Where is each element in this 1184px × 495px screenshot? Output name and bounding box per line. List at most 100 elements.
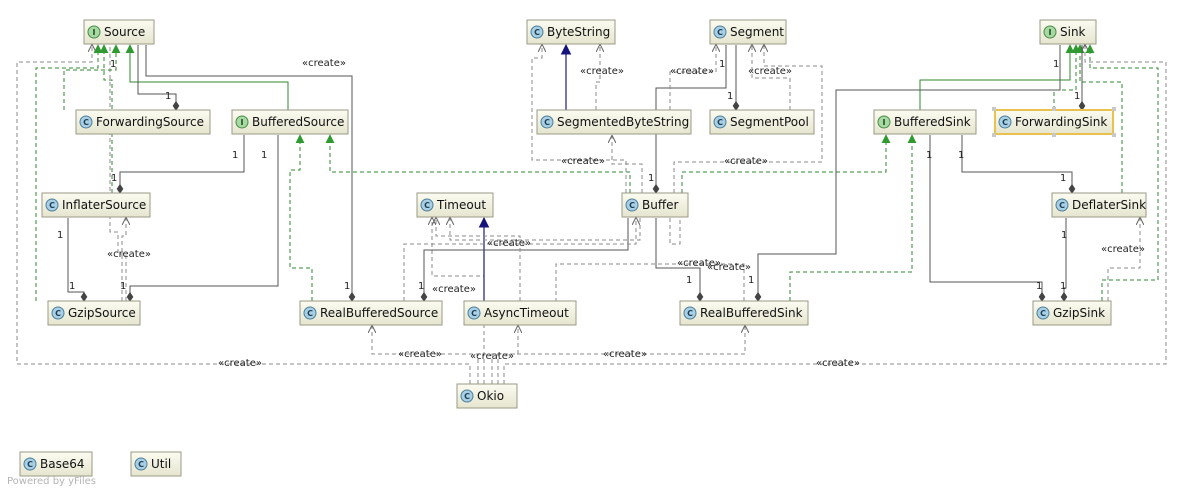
edge-labels: «create»«create»«create»«create»«create»…: [57, 58, 1145, 369]
multiplicity-label: 1: [1060, 173, 1066, 184]
source-label: Source: [104, 25, 145, 39]
multiplicity-label: 1: [958, 150, 964, 161]
class-badge-icon: [713, 25, 727, 39]
multiplicity-label: 1: [1061, 230, 1067, 241]
composition-edge: [754, 45, 1061, 302]
multiplicity-label: 1: [1053, 59, 1059, 70]
byte-string-node[interactable]: C ByteString: [526, 19, 616, 45]
dependency-edge: [669, 218, 681, 245]
segmented-byte-string-label: SegmentedByteString: [557, 115, 689, 129]
dependency-edge: [450, 218, 641, 241]
multiplicity-label: 1: [686, 275, 692, 286]
multiplicity-label: 1: [1036, 281, 1042, 292]
forwarding-source-label: ForwardingSource: [96, 115, 204, 129]
implements-edge: [289, 134, 313, 301]
source-node[interactable]: I Source: [83, 19, 155, 45]
badge-letter: C: [138, 460, 144, 469]
gzip-sink-label: GzipSink: [1053, 306, 1105, 320]
badge-letter: C: [717, 118, 723, 127]
create-label: «create»: [748, 66, 792, 77]
dependency-edge: [669, 45, 716, 110]
badge-letter: I: [93, 28, 96, 37]
interface-badge-icon: [1043, 25, 1057, 39]
class-badge-icon: [460, 389, 474, 403]
badge-letter: C: [55, 309, 61, 318]
multiplicity-label: 1: [344, 281, 350, 292]
real-buffered-source-label: RealBufferedSource: [320, 306, 438, 320]
class-badge-icon: [467, 306, 481, 320]
deflater-sink-node[interactable]: C DeflaterSink: [1051, 192, 1147, 218]
badge-letter: I: [1049, 28, 1052, 37]
create-label: «create»: [707, 262, 751, 273]
extends-edge: [125, 44, 289, 110]
composition-edge: [929, 135, 1046, 302]
interface-badge-icon: [87, 25, 101, 39]
multiplicity-label: 1: [69, 281, 75, 292]
composition-edge: [652, 45, 727, 194]
dependency-edge: [555, 263, 745, 326]
badge-letter: C: [687, 309, 693, 318]
composition-edge: [145, 45, 356, 302]
dependency-edge: [595, 45, 600, 110]
implements-edge: [681, 134, 891, 193]
badge-letter: C: [1059, 201, 1065, 210]
buffered-source-label: BufferedSource: [252, 115, 344, 129]
class-badge-icon: [625, 198, 639, 212]
gzip-source-label: GzipSource: [68, 306, 136, 320]
powered-by-footer: Powered by yFiles: [7, 476, 96, 487]
dependency-edge: [673, 45, 823, 193]
multiplicity-label: 1: [1060, 281, 1066, 292]
multiplicity-label: 1: [1074, 91, 1080, 102]
deflater-sink-label: DeflaterSink: [1072, 198, 1146, 212]
create-label: «create»: [398, 349, 442, 360]
create-label: «create»: [677, 258, 721, 269]
class-badge-icon: [23, 457, 37, 471]
implements-edge: [63, 44, 121, 110]
composition-edge: [961, 135, 1076, 194]
implements-edge: [99, 44, 113, 193]
implements-edge: [1075, 44, 1123, 193]
dependency-edge: [752, 45, 791, 110]
multiplicity-label: 1: [418, 281, 424, 292]
badge-letter: C: [534, 28, 540, 37]
buffered-sink-label: BufferedSink: [894, 115, 971, 129]
multiplicity-label: 1: [110, 59, 116, 70]
dependency-edge: [1107, 218, 1140, 301]
class-badge-icon: [713, 115, 727, 129]
gzip-source-node[interactable]: C GzipSource: [47, 300, 141, 326]
class-badge-icon: [420, 198, 434, 212]
okio-label: Okio: [477, 389, 504, 403]
create-label: «create»: [218, 358, 262, 369]
dependency-edge: [121, 218, 126, 301]
create-label: «create»: [603, 349, 647, 360]
byte-string-label: ByteString: [547, 25, 610, 39]
segment-label: Segment: [730, 25, 784, 39]
forwarding-sink-label: ForwardingSink: [1015, 115, 1107, 129]
class-badge-icon: [998, 115, 1012, 129]
create-label: «create»: [561, 156, 605, 167]
multiplicity-label: 1: [232, 150, 238, 161]
composition-edge: [1060, 218, 1068, 302]
class-badge-icon: [134, 457, 148, 471]
class-badge-icon: [683, 306, 697, 320]
badge-letter: C: [471, 309, 477, 318]
